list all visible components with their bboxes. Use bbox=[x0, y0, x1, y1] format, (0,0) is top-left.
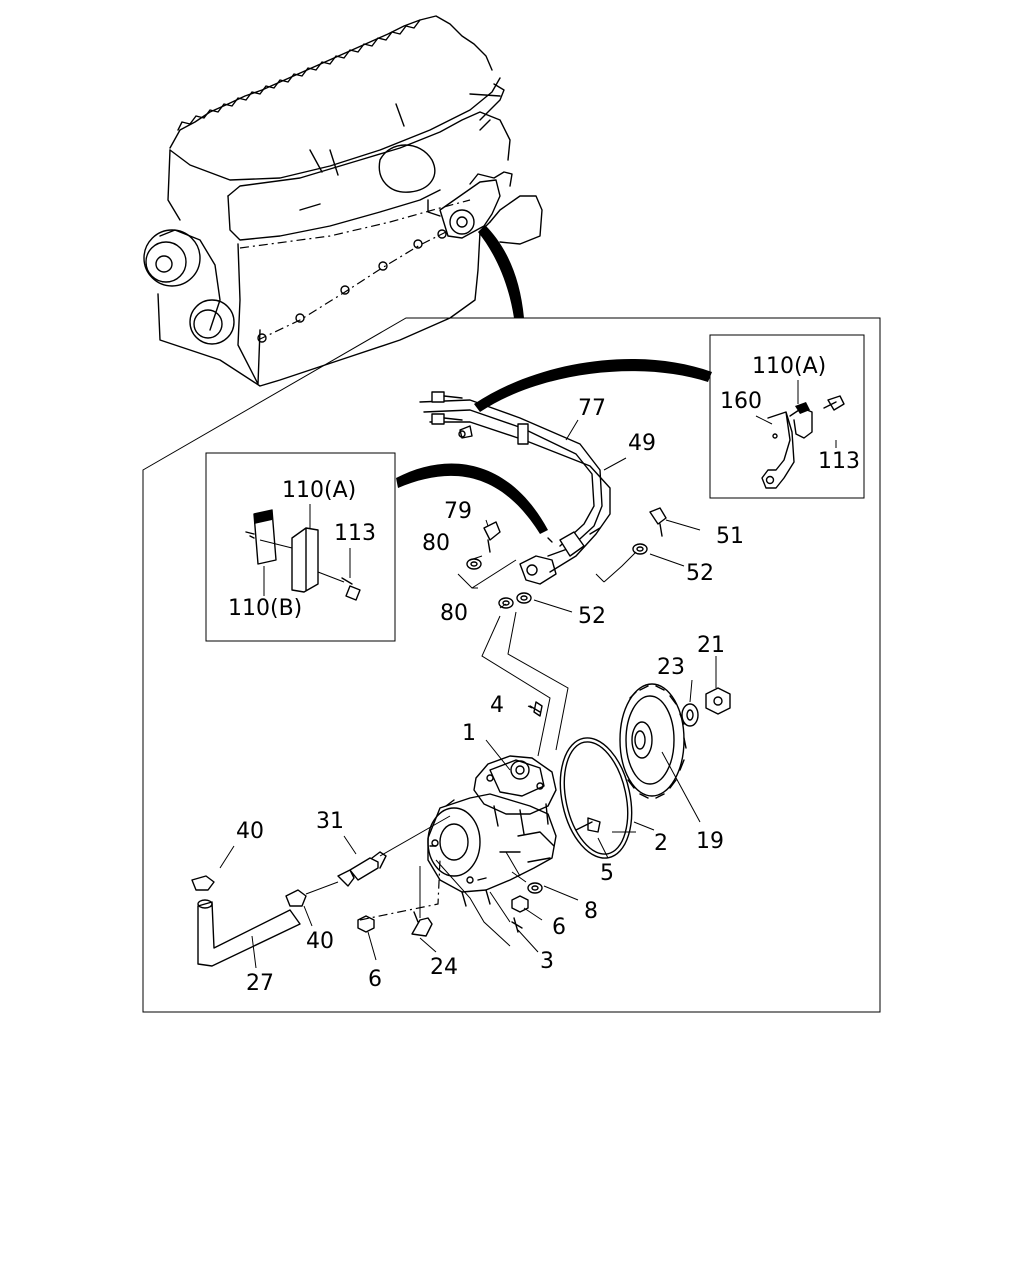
inset-left-clip-a-label: 110(A) bbox=[282, 478, 356, 503]
callout-4: 4 bbox=[490, 693, 504, 718]
callout-52-upper: 52 bbox=[686, 561, 714, 586]
callout-3: 3 bbox=[540, 949, 554, 974]
nut-6-right-part bbox=[511, 895, 529, 913]
detail-frame bbox=[142, 317, 881, 1013]
clamp-40-lower-part bbox=[285, 889, 307, 907]
callout-49: 49 bbox=[628, 431, 656, 456]
callout-19: 19 bbox=[696, 829, 724, 854]
callout-51: 51 bbox=[716, 524, 744, 549]
washer-80-lower bbox=[498, 597, 514, 609]
nut-21-part bbox=[705, 687, 731, 715]
washer-80-upper bbox=[466, 558, 482, 570]
callout-80-upper: 80 bbox=[422, 531, 450, 556]
o-ring-2-part bbox=[559, 737, 633, 859]
bolt-51-part bbox=[649, 507, 667, 537]
callout-23: 23 bbox=[657, 655, 685, 680]
clip-inset-left: 110(A) 110(B) 113 bbox=[205, 452, 548, 642]
stud-3-part bbox=[511, 917, 523, 933]
injection-pump-part bbox=[427, 755, 557, 907]
callout-21: 21 bbox=[697, 633, 725, 658]
washer-52-upper bbox=[632, 543, 648, 555]
callout-80-lower: 80 bbox=[440, 601, 468, 626]
hose-27-part bbox=[197, 901, 301, 967]
callout-24: 24 bbox=[430, 955, 458, 980]
callout-52-lower: 52 bbox=[578, 604, 606, 629]
bolt-4-part bbox=[529, 701, 543, 717]
clip-110a-part-left bbox=[291, 527, 319, 593]
bolt-79-part bbox=[483, 521, 501, 553]
callout-6-left: 6 bbox=[368, 967, 382, 992]
washer-52-lower bbox=[516, 592, 532, 604]
inset-right-bracket-label: 160 bbox=[720, 389, 762, 414]
callout-6-right: 6 bbox=[552, 915, 566, 940]
clip-inset-right: 110(A) 160 113 bbox=[474, 334, 865, 499]
washer-23-part bbox=[681, 703, 699, 727]
inset-right-bolt-label: 113 bbox=[818, 449, 860, 474]
callout-77: 77 bbox=[578, 396, 606, 421]
callout-1: 1 bbox=[462, 721, 476, 746]
inset-left-bolt-label: 113 bbox=[334, 521, 376, 546]
fuel-pipe-assembly bbox=[419, 391, 611, 585]
washer-8-part bbox=[527, 882, 543, 894]
callout-79: 79 bbox=[444, 499, 472, 524]
nut-6-left-part bbox=[357, 915, 375, 933]
callout-40-upper: 40 bbox=[236, 819, 264, 844]
callout-2: 2 bbox=[654, 831, 668, 856]
bolt-5-part bbox=[575, 817, 601, 833]
bolt-113-part bbox=[823, 395, 845, 411]
gear-19-part bbox=[619, 683, 687, 799]
engine-block-illustration bbox=[143, 15, 543, 387]
connector-31-part bbox=[337, 851, 387, 887]
inset-right-clip-label: 110(A) bbox=[752, 354, 826, 379]
callout-labels: 77 49 79 80 51 52 80 52 21 23 4 1 31 40 … bbox=[236, 396, 744, 996]
callout-27: 27 bbox=[246, 971, 274, 996]
banjo-24-part bbox=[411, 911, 433, 937]
bolt-113-part-left bbox=[341, 577, 361, 601]
inset-left-clip-b-label: 110(B) bbox=[228, 596, 302, 621]
callout-31: 31 bbox=[316, 809, 344, 834]
callout-8: 8 bbox=[584, 899, 598, 924]
callout-5: 5 bbox=[600, 861, 614, 886]
callout-40-lower: 40 bbox=[306, 929, 334, 954]
clamp-40-upper-part bbox=[191, 875, 215, 891]
bracket-160-part bbox=[761, 411, 795, 489]
